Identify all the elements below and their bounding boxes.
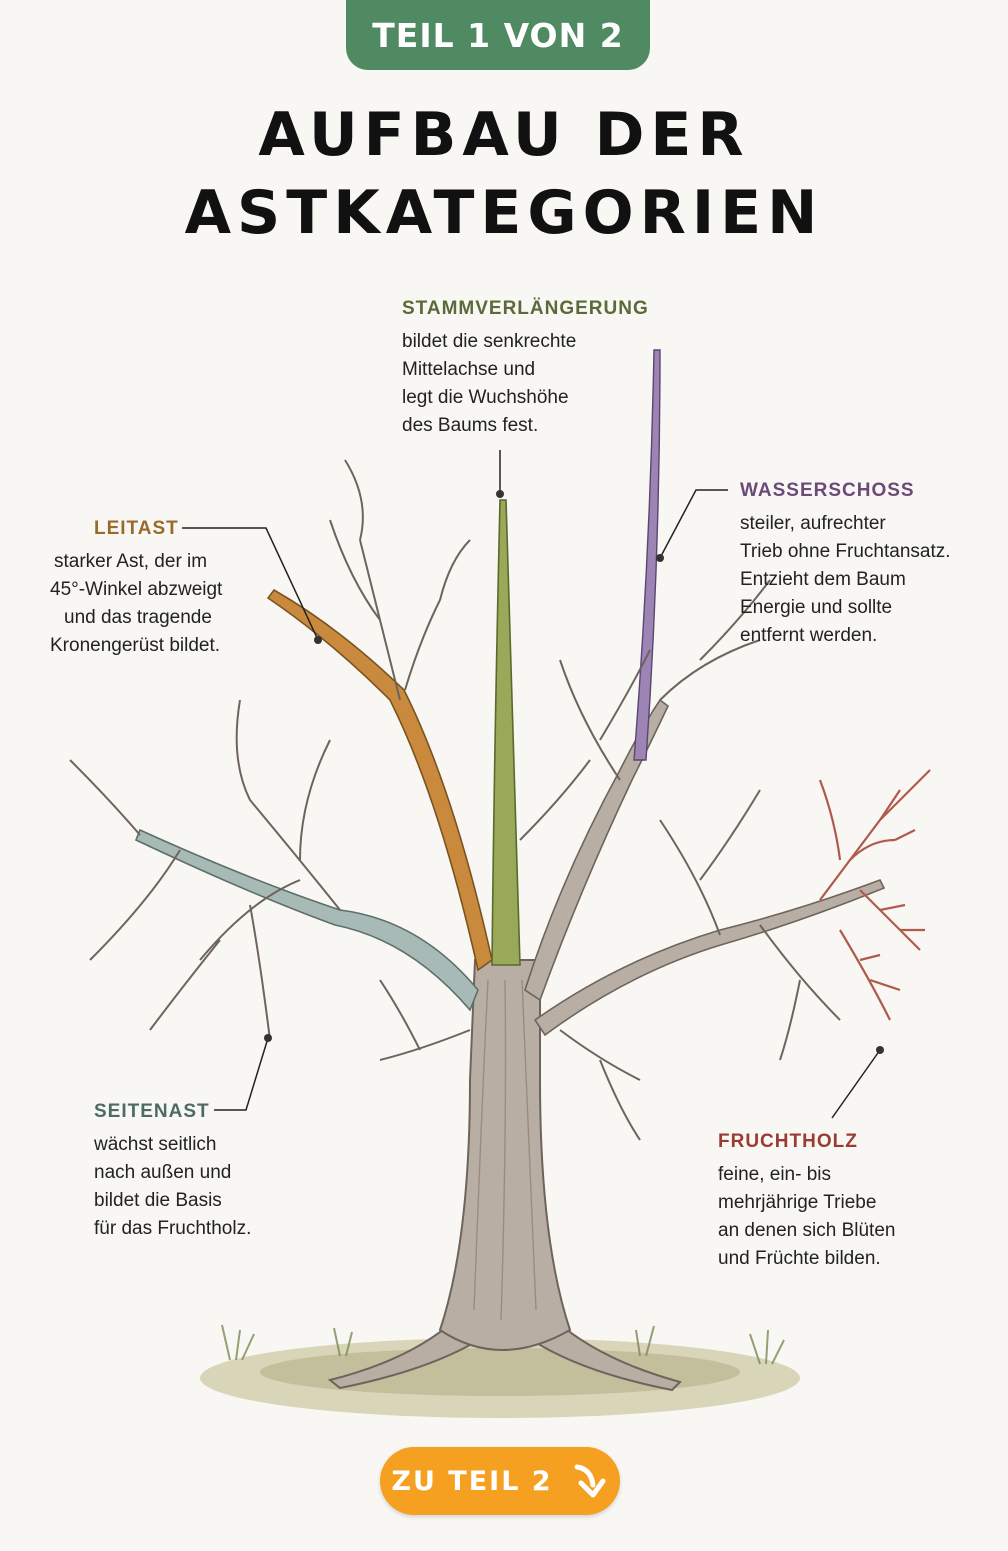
label-line: mehrjährige Triebe [718, 1192, 877, 1213]
leitast-branch [266, 588, 493, 972]
part-badge: TEIL 1 VON 2 [346, 0, 650, 70]
label-line: bildet die senkrechte [402, 331, 577, 352]
label-line: und Früchte bilden. [718, 1248, 881, 1269]
label-line: Entzieht dem Baum [740, 569, 906, 590]
wasserschoss-branch [633, 349, 661, 761]
label-line: Energie und sollte [740, 597, 893, 618]
grass-tufts [221, 1324, 785, 1365]
label-line: entfernt werden. [740, 625, 878, 646]
next-part-label: ZU TEIL 2 [391, 1465, 553, 1497]
label-heading: LEITAST [94, 518, 179, 539]
label-line: und das tragende [64, 607, 212, 628]
label-fruchtholz: FRUCHTHOLZ feine, ein- bis mehrjährige T… [718, 1131, 895, 1273]
seitenast-branch [134, 828, 479, 1012]
label-line: wächst seitlich [94, 1134, 217, 1155]
label-line: starker Ast, der im [54, 551, 208, 572]
next-part-button[interactable]: ZU TEIL 2 [380, 1447, 620, 1515]
label-seitenast: SEITENAST wächst seitlich nach außen und… [94, 1101, 251, 1243]
label-heading: WASSERSCHOSS [740, 480, 915, 501]
label-line: des Baums fest. [402, 415, 539, 436]
label-line: steiler, aufrechter [740, 513, 886, 534]
label-leitast: LEITAST starker Ast, der im 45°-Winkel a… [48, 518, 222, 660]
roots [327, 1318, 682, 1392]
label-heading: STAMMVERLÄNGERUNG [402, 298, 649, 319]
label-line: 45°-Winkel abzweigt [50, 579, 223, 600]
label-line: Trieb ohne Fruchtansatz. [740, 541, 951, 562]
label-line: legt die Wuchshöhe [402, 387, 569, 408]
label-line: für das Fruchtholz. [94, 1218, 252, 1239]
page-title-line-1: AUFBAU DER [258, 100, 750, 170]
arrow-down-right-icon [569, 1461, 609, 1501]
ground-patch [200, 1338, 800, 1418]
fruchtholz-twigs [818, 769, 931, 1021]
twigs [69, 459, 841, 1141]
label-wasserschoss: WASSERSCHOSS steiler, aufrechter Trieb o… [740, 480, 951, 650]
label-line: nach außen und [94, 1162, 232, 1183]
label-line: feine, ein- bis [718, 1164, 832, 1185]
label-heading: FRUCHTHOLZ [718, 1131, 858, 1152]
leader-lines [182, 450, 881, 1119]
leader-dots [264, 490, 884, 1054]
label-line: bildet die Basis [94, 1190, 222, 1211]
label-stammverlaengerung: STAMMVERLÄNGERUNG bildet die senkrechte … [402, 298, 649, 440]
stammverlaengerung-branch [491, 499, 521, 966]
label-line: Mittelachse und [402, 359, 536, 380]
label-heading: SEITENAST [94, 1101, 210, 1122]
label-line: Kronengerüst bildet. [50, 635, 221, 656]
page-title-line-2: ASTKATEGORIEN [184, 178, 824, 248]
label-line: an denen sich Blüten [718, 1220, 896, 1241]
